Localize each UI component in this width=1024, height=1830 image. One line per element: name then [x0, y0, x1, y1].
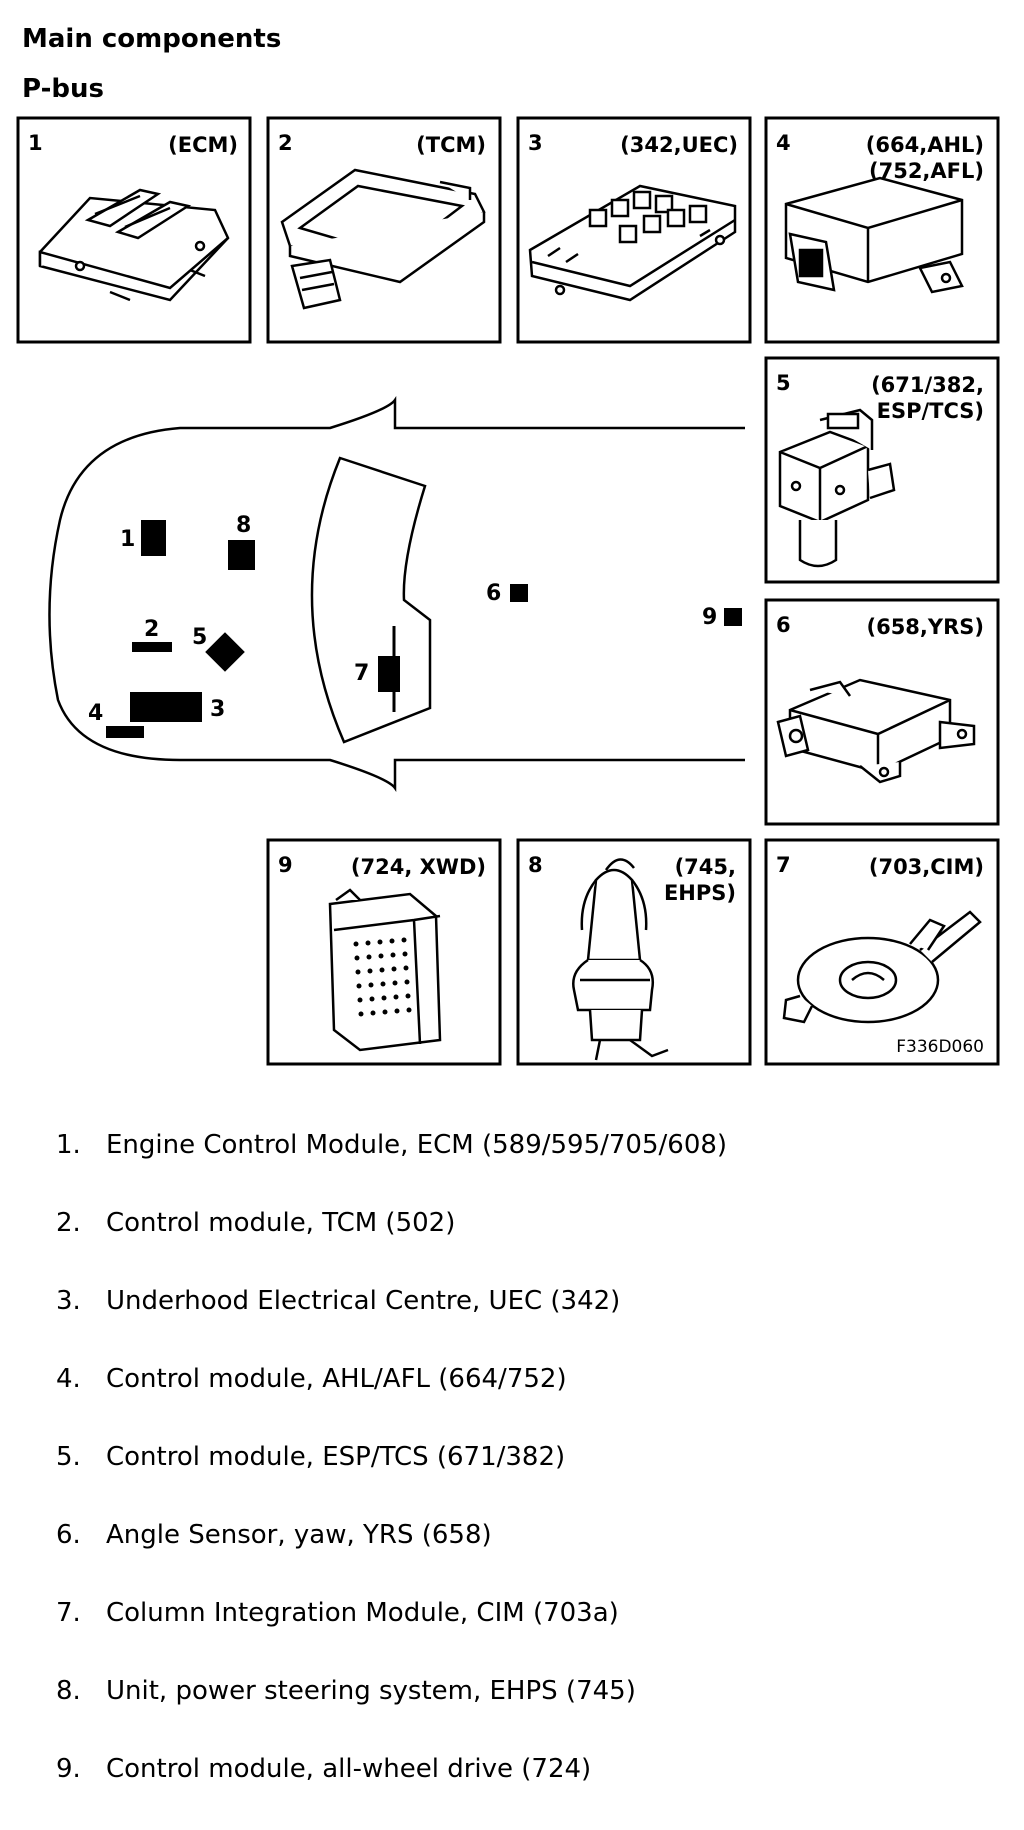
car-markers: 1 8 2 5 4 3 7 6 9: [88, 513, 742, 738]
legend-text: Column Integration Module, CIM (703a): [106, 1598, 619, 1628]
box-code: (TCM): [416, 133, 486, 157]
legend-item: 5. Control module, ESP/TCS (671/382): [56, 1440, 727, 1518]
component-box-yrs: 6 (658,YRS): [764, 598, 1000, 826]
marker-label-2: 2: [144, 617, 159, 642]
marker-6: [510, 584, 528, 602]
marker-label-4: 4: [88, 701, 103, 726]
legend-item: 4. Control module, AHL/AFL (664/752): [56, 1362, 727, 1440]
box-code: (342,UEC): [620, 133, 738, 157]
legend-number: 8.: [56, 1676, 81, 1706]
page-title: Main components: [22, 24, 282, 54]
uec-illustration: [528, 184, 737, 302]
legend-item: 7. Column Integration Module, CIM (703a): [56, 1596, 727, 1674]
legend-item: 3. Underhood Electrical Centre, UEC (342): [56, 1284, 727, 1362]
component-diagram: 1 (ECM) 2 (TCM) 3 (342,UEC): [16, 116, 1000, 1066]
box-number: 2: [278, 131, 293, 155]
box-number: 8: [528, 853, 543, 877]
box-number: 3: [528, 131, 543, 155]
component-box-ahl-afl: 4 (664,AHL) (752,AFL): [764, 116, 1000, 344]
tcm-illustration: [280, 168, 486, 310]
box-number: 7: [776, 853, 791, 877]
marker-9: [724, 608, 742, 626]
legend-item: 1. Engine Control Module, ECM (589/595/70…: [56, 1128, 727, 1206]
figure-code: F336D060: [896, 1037, 984, 1057]
legend-number: 2.: [56, 1208, 81, 1238]
box-code: (703,CIM): [869, 855, 984, 879]
box-code: (724, XWD): [351, 855, 486, 879]
windshield: [310, 456, 432, 744]
legend-text: Underhood Electrical Centre, UEC (342): [106, 1286, 621, 1316]
component-box-esp-tcs: 5 (671/382, ESP/TCS): [764, 356, 1000, 584]
legend-item: 8. Unit, power steering system, EHPS (745…: [56, 1674, 727, 1752]
box-code: EHPS): [664, 881, 736, 905]
box-code: (ECM): [168, 133, 238, 157]
legend-item: 9. Control module, all-wheel drive (724): [56, 1752, 727, 1830]
component-box-uec: 3 (342,UEC): [516, 116, 752, 344]
marker-7: [378, 656, 400, 692]
box-number: 9: [278, 853, 293, 877]
box-code: ESP/TCS): [877, 399, 984, 423]
marker-label-5: 5: [192, 625, 207, 650]
box-number: 1: [28, 131, 43, 155]
marker-5: [205, 632, 245, 672]
ehps-illustration: [572, 858, 669, 1061]
legend-text: Angle Sensor, yaw, YRS (658): [106, 1520, 492, 1550]
legend-number: 9.: [56, 1754, 81, 1784]
xwd-pin-grid: [353, 937, 412, 1017]
box-number: 5: [776, 371, 791, 395]
legend-item: 2. Control module, TCM (502): [56, 1206, 727, 1284]
legend-number: 4.: [56, 1364, 81, 1394]
legend-text: Control module, AHL/AFL (664/752): [106, 1364, 567, 1394]
box-number: 4: [776, 131, 791, 155]
component-box-ecm: 1 (ECM): [16, 116, 252, 344]
marker-label-3: 3: [210, 697, 225, 722]
ecm-illustration: [38, 188, 230, 302]
legend-number: 1.: [56, 1130, 81, 1160]
bus-subtitle: P-bus: [22, 74, 104, 104]
yrs-illustration: [776, 678, 976, 784]
legend-text: Engine Control Module, ECM (589/595/705/…: [106, 1130, 728, 1160]
legend-number: 5.: [56, 1442, 81, 1472]
marker-4: [106, 726, 144, 738]
marker-label-8: 8: [236, 513, 251, 538]
legend-number: 7.: [56, 1598, 81, 1628]
cim-illustration: [782, 910, 982, 1024]
marker-label-6: 6: [486, 581, 501, 606]
marker-1: [141, 520, 166, 556]
component-box-cim: 7 (703,CIM) F336D060: [764, 838, 1000, 1066]
legend-text: Control module, all-wheel drive (724): [106, 1754, 592, 1784]
car-outline: [48, 396, 745, 792]
legend-text: Control module, ESP/TCS (671/382): [106, 1442, 566, 1472]
xwd-illustration: [328, 888, 442, 1052]
legend-item: 6. Angle Sensor, yaw, YRS (658): [56, 1518, 727, 1596]
legend-text: Control module, TCM (502): [106, 1208, 456, 1238]
legend-number: 3.: [56, 1286, 81, 1316]
esp-tcs-illustration: [778, 408, 896, 568]
component-box-tcm: 2 (TCM): [266, 116, 502, 344]
legend-number: 6.: [56, 1520, 81, 1550]
box-code: (745,: [675, 855, 736, 879]
box-code: (664,AHL): [866, 133, 984, 157]
component-legend: 1. Engine Control Module, ECM (589/595/70…: [56, 1128, 727, 1830]
marker-label-9: 9: [702, 605, 717, 630]
component-box-ehps: 8 (745, EHPS): [516, 838, 752, 1066]
marker-3: [130, 692, 202, 722]
marker-label-7: 7: [354, 661, 369, 686]
box-code: (658,YRS): [866, 615, 984, 639]
box-code: (671/382,: [871, 373, 984, 397]
marker-2: [132, 642, 172, 652]
component-box-xwd: 9 (724, XWD): [266, 838, 502, 1066]
marker-label-1: 1: [120, 527, 135, 552]
ahl-afl-illustration: [784, 176, 964, 294]
box-number: 6: [776, 613, 791, 637]
legend-text: Unit, power steering system, EHPS (745): [106, 1676, 636, 1706]
marker-8: [228, 540, 255, 570]
